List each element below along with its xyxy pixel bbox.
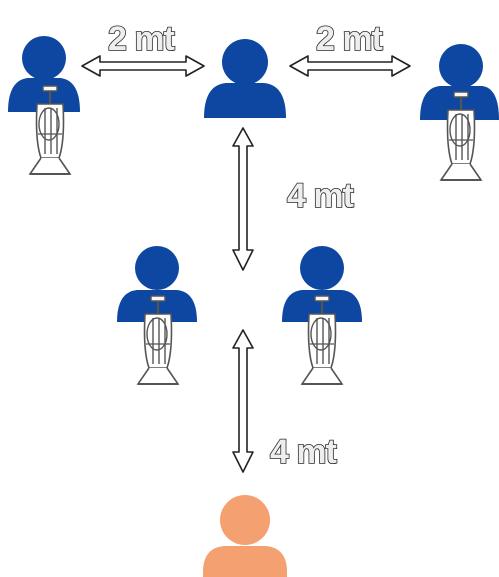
musician-top-left xyxy=(8,36,80,176)
distance-label-vertical-lower: 4 mt xyxy=(270,433,337,471)
musician-top-center xyxy=(204,39,286,118)
musician-middle-left xyxy=(117,246,197,386)
person-icon xyxy=(420,44,499,120)
conductor-figure xyxy=(203,495,287,577)
person-icon xyxy=(8,36,80,112)
person-icon xyxy=(203,495,287,577)
arrow-vertical-upper xyxy=(232,127,254,271)
person-icon xyxy=(204,39,286,118)
arrow-horizontal-left xyxy=(81,55,205,77)
distance-label-top-left: 2 mt xyxy=(108,20,175,58)
arrow-vertical-lower xyxy=(232,329,254,473)
musician-middle-right xyxy=(282,246,362,386)
musician-top-right xyxy=(420,44,499,182)
distance-label-vertical-upper: 4 mt xyxy=(287,177,354,215)
arrow-horizontal-right xyxy=(289,55,411,77)
distance-label-top-right: 2 mt xyxy=(316,20,383,58)
